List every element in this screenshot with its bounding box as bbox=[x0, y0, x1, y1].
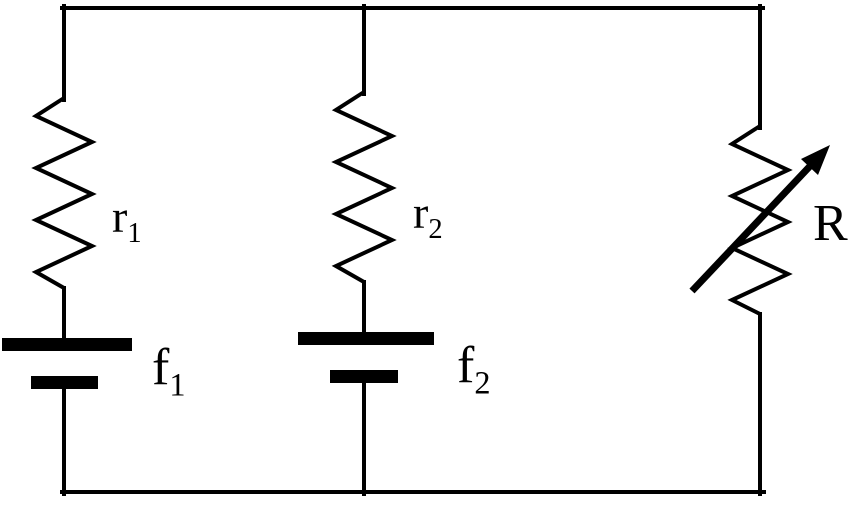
label-r1-base: r bbox=[112, 191, 128, 242]
label-f1-base: f bbox=[152, 339, 170, 396]
label-r2-sub: 2 bbox=[428, 214, 443, 246]
cell-f1-short-plate bbox=[31, 376, 98, 389]
label-f2: f2 bbox=[457, 340, 490, 399]
resistor-r1 bbox=[31, 96, 97, 290]
cell-f2-short-plate bbox=[330, 370, 398, 383]
label-f1-sub: 1 bbox=[169, 366, 186, 403]
label-f1: f1 bbox=[152, 342, 185, 401]
resistor-R bbox=[727, 124, 793, 316]
variable-resistor-arrow-shaft bbox=[689, 161, 815, 294]
label-f2-base: f bbox=[457, 337, 475, 394]
cell-f1-long-plate bbox=[2, 338, 132, 351]
label-R: R bbox=[813, 198, 848, 257]
label-r2-base: r bbox=[413, 187, 429, 238]
label-r1-sub: 1 bbox=[127, 218, 142, 250]
label-R-base: R bbox=[813, 195, 848, 252]
variable-resistor-arrowhead-icon bbox=[801, 145, 830, 175]
label-r1: r1 bbox=[112, 194, 142, 249]
resistor-r2 bbox=[331, 90, 397, 284]
cell-f2-long-plate bbox=[298, 332, 434, 345]
label-r2: r2 bbox=[413, 190, 443, 245]
label-f2-sub: 2 bbox=[474, 364, 491, 401]
